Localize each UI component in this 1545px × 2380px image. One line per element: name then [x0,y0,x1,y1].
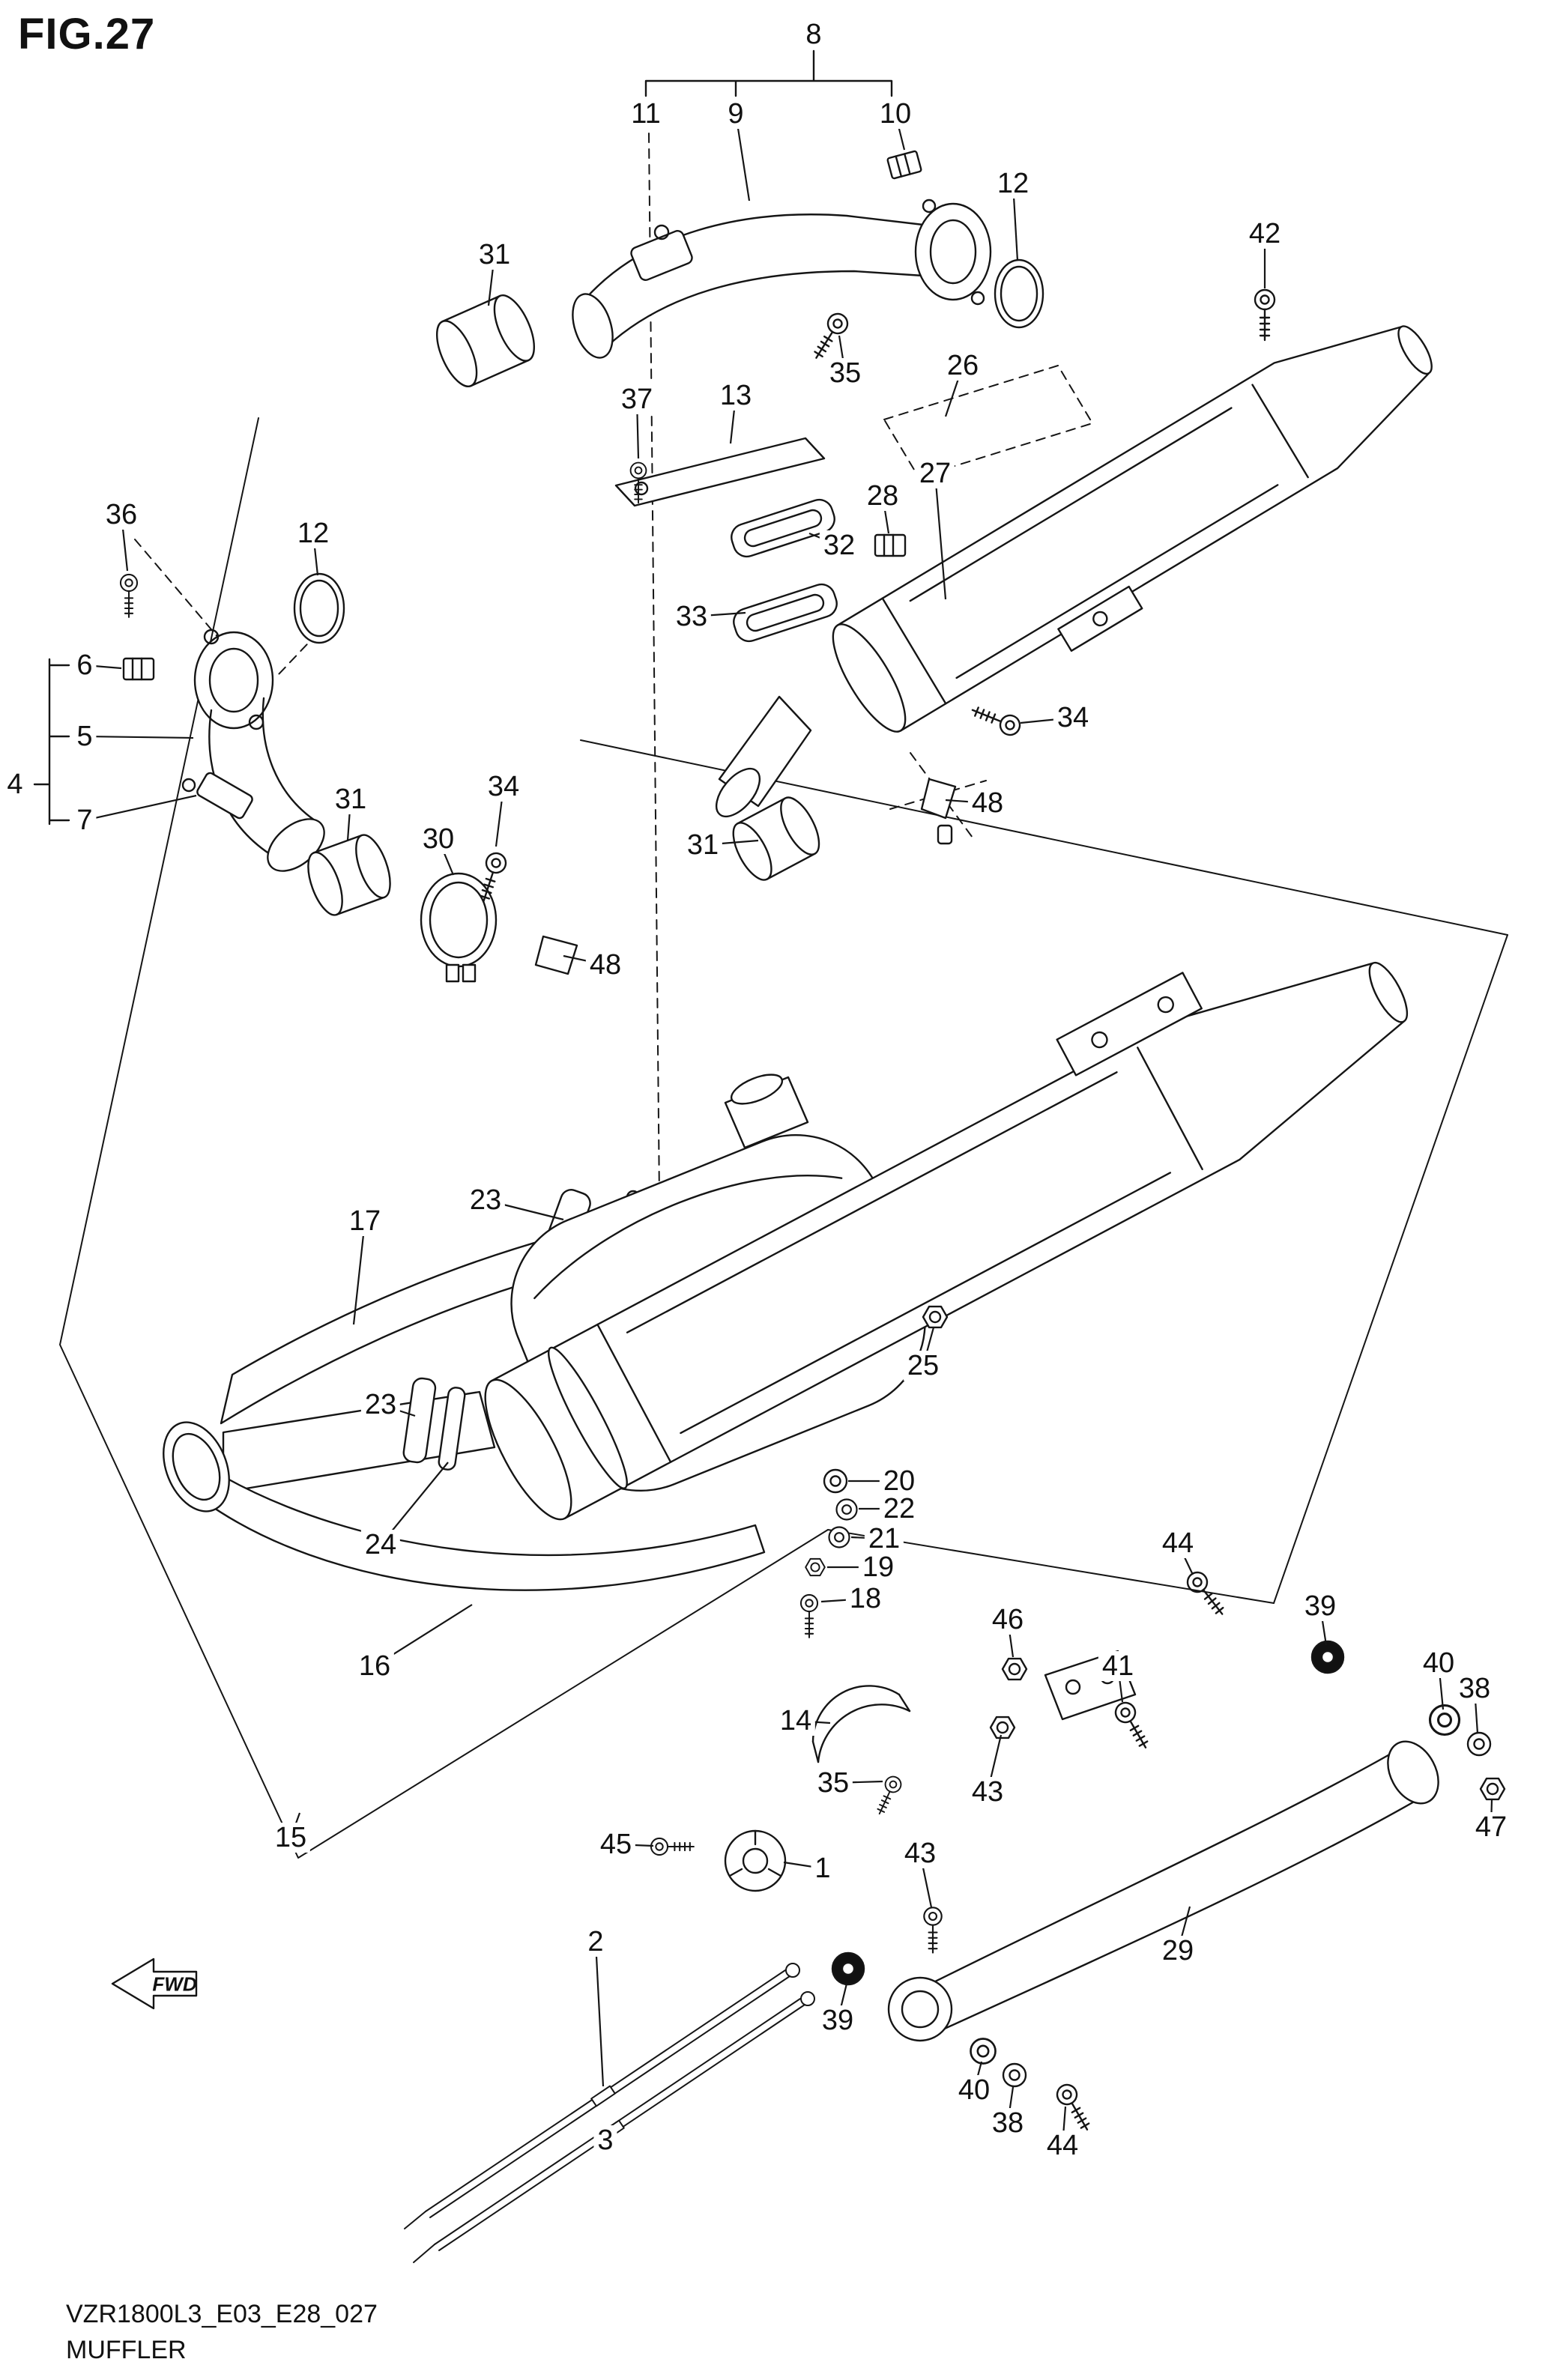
part-12-gasket-top [994,258,1044,329]
callout-41: 41 [1098,1651,1138,1681]
part-2-cable [404,1963,800,2229]
callout-44: 44 [1158,1528,1198,1558]
footer-name: MUFFLER [66,2335,187,2364]
callout-2: 2 [584,1927,608,1957]
callout-13: 13 [716,381,756,411]
leader-line-5 [84,735,194,739]
callout-23: 23 [465,1185,506,1215]
callout-20: 20 [879,1466,919,1496]
callout-1: 1 [811,1853,835,1883]
part-32-gasket [731,498,835,558]
callout-34: 34 [483,772,524,802]
leader-line-27 [934,473,947,600]
callout-32: 32 [819,530,859,560]
leader-line-2 [594,1941,605,2087]
callout-29: 29 [1158,1936,1198,1966]
callout-35: 35 [813,1768,853,1798]
callout-39: 39 [817,2005,858,2035]
callout-47: 47 [1471,1812,1511,1842]
callout-6: 6 [73,650,97,680]
callout-30: 30 [418,824,459,854]
part-13-stay [614,437,826,507]
part-7-clamp [181,772,253,820]
part-27-muffler-body-upper [832,325,1433,733]
part-12-gasket-left [293,572,345,644]
callout-3: 3 [593,2125,617,2155]
callout-22: 22 [879,1494,919,1524]
callout-17: 17 [345,1206,385,1236]
part-16-pipe [201,1476,766,1591]
part-31-seal-left [307,834,391,916]
callout-39: 39 [1300,1591,1340,1621]
part-48-hanger-left [534,935,578,975]
callout-48: 48 [967,788,1008,818]
callout-7: 7 [73,805,97,835]
callout-15: 15 [270,1823,311,1853]
callout-44: 44 [1042,2131,1083,2161]
callout-31: 31 [474,240,515,270]
footer: VZR1800L3_E03_E28_027 MUFFLER [66,2297,378,2368]
callout-31: 31 [330,784,371,814]
part-26-inlet-cone [715,695,812,818]
part-33-gasket [733,583,838,643]
callout-45: 45 [596,1829,636,1859]
callout-43: 43 [967,1777,1008,1807]
part-31-seal-mid [732,796,820,881]
callout-bracket-8 [644,49,893,97]
callout-19: 19 [858,1552,898,1582]
part-muffler-body-lower [484,961,1409,1521]
callout-37: 37 [617,384,657,414]
callout-26: 26 [943,351,983,381]
figure-title: FIG.27 [18,10,156,58]
callout-9: 9 [724,99,748,129]
callout-11: 11 [627,99,665,129]
fwd-label: FWD [152,1972,197,1996]
pipe-open-end [163,1421,230,1513]
callout-10: 10 [875,99,916,129]
part-31-seal-top [435,294,536,387]
callout-8: 8 [802,19,826,49]
callout-42: 42 [1245,219,1285,249]
callout-48: 48 [585,950,626,980]
fwd-arrow [111,1957,198,2010]
callout-35: 35 [825,358,865,388]
part-14-cover [811,1685,911,1763]
part-11-clamp [630,224,693,281]
leader-line-7 [84,794,197,822]
callout-24: 24 [360,1530,401,1560]
callout-5: 5 [73,721,97,751]
callout-18: 18 [845,1584,886,1614]
callout-40: 40 [954,2075,994,2105]
footer-code: VZR1800L3_E03_E28_027 [66,2300,378,2328]
callout-46: 46 [988,1605,1028,1635]
callout-28: 28 [862,481,903,511]
part-1-valve-pulley [724,1829,787,1892]
leader-line-17 [352,1220,366,1325]
callout-4: 4 [3,769,27,799]
part-48-hanger-right [920,778,957,845]
callout-38: 38 [988,2108,1028,2138]
callout-14: 14 [775,1706,816,1736]
callout-21: 21 [864,1524,904,1554]
callout-34: 34 [1053,703,1093,733]
callout-31: 31 [683,830,723,860]
callout-12: 12 [993,169,1033,199]
chamber-inlet-funnel [724,1074,809,1149]
callout-16: 16 [354,1651,395,1681]
callout-23: 23 [360,1390,401,1420]
callout-25: 25 [903,1351,943,1381]
callout-12: 12 [293,518,333,548]
part-23-clamp-lower [402,1377,437,1464]
callout-36: 36 [101,500,142,530]
part-30-clamp-band [420,872,498,983]
callout-27: 27 [915,458,955,488]
callout-bracket-4 [33,658,70,826]
part-24-band [438,1387,466,1471]
callout-38: 38 [1454,1674,1495,1704]
callout-43: 43 [900,1838,940,1868]
callout-40: 40 [1418,1648,1459,1678]
callout-33: 33 [671,602,712,632]
